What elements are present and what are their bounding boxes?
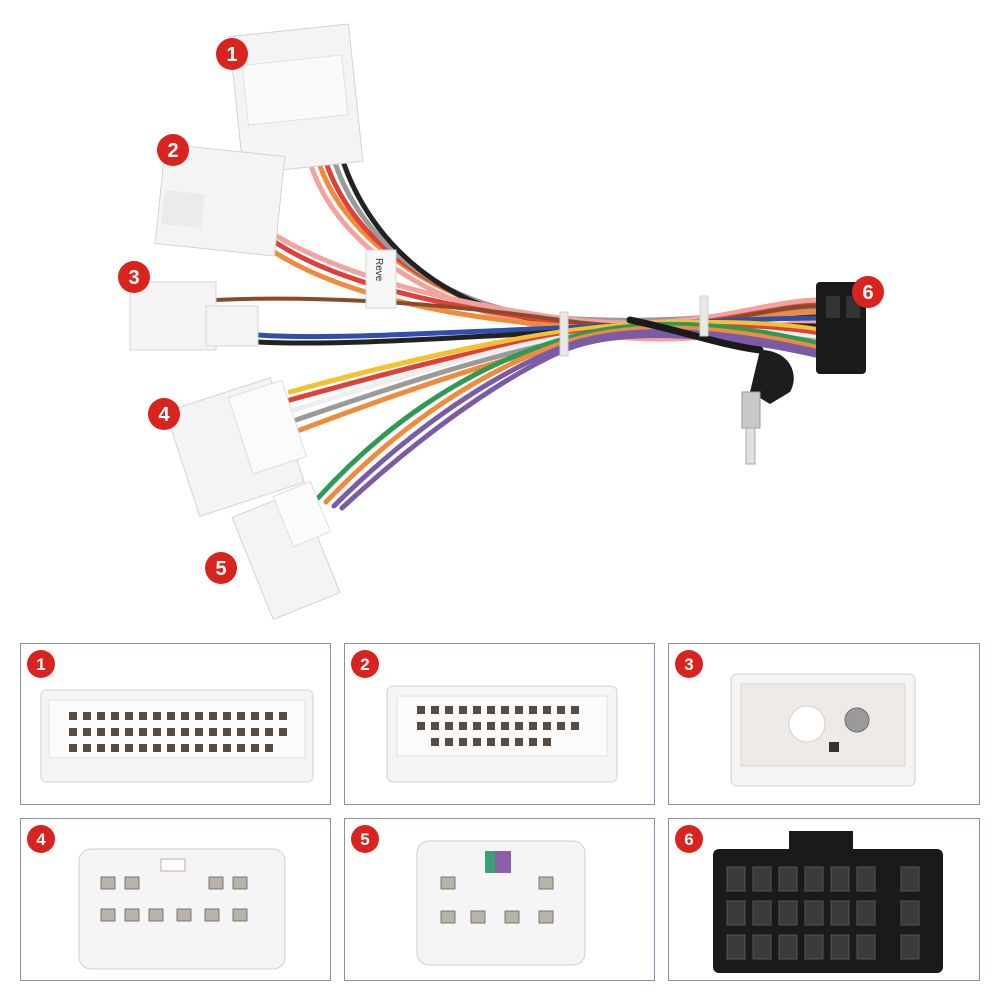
svg-text:6: 6: [684, 830, 693, 849]
badge-1: 1: [216, 38, 248, 70]
detail-panel-3: 3: [668, 643, 980, 805]
detail-panel-1: 1: [20, 643, 331, 805]
svg-text:2: 2: [360, 655, 369, 674]
svg-text:5: 5: [360, 830, 369, 849]
connector-2-face: [386, 685, 618, 783]
wiring-harness-photo: Reve: [118, 23, 884, 621]
connector-1: [228, 23, 364, 175]
cable-tie: [699, 295, 709, 337]
badge-1-detail: 1: [27, 650, 55, 678]
svg-text:4: 4: [36, 830, 46, 849]
badge-3-detail: 3: [675, 650, 703, 678]
badge-5: 5: [205, 552, 237, 584]
connector-3-face: [730, 673, 916, 787]
reverse-label-text: Reve: [373, 258, 384, 282]
badge-2-detail: 2: [351, 650, 379, 678]
detail-panel-2: 2: [344, 643, 655, 805]
connector-6: [816, 282, 866, 374]
badge-6-detail: 6: [675, 825, 703, 853]
antenna-plug: [741, 350, 794, 465]
badge-6: 6: [852, 276, 884, 308]
connector-4: [165, 377, 308, 517]
connector-2: [154, 143, 286, 257]
detail-panel-6: 6: [668, 818, 980, 981]
svg-text:5: 5: [215, 558, 226, 580]
cable-tie: [559, 311, 569, 357]
detail-panel-4: 4: [20, 818, 331, 981]
badge-2: 2: [157, 134, 189, 166]
badge-4: 4: [148, 398, 180, 430]
connector-4-face: [78, 848, 286, 970]
svg-text:3: 3: [684, 655, 693, 674]
svg-text:6: 6: [862, 282, 873, 304]
badge-4-detail: 4: [27, 825, 55, 853]
badge-3: 3: [118, 261, 150, 293]
badge-5-detail: 5: [351, 825, 379, 853]
connector-3: [129, 281, 259, 351]
connector-6-face: [713, 831, 943, 973]
svg-text:1: 1: [36, 655, 45, 674]
svg-text:2: 2: [167, 140, 178, 162]
connector-5-face: [416, 840, 586, 966]
svg-text:1: 1: [226, 44, 237, 66]
reverse-label-tag: Reve: [365, 249, 397, 309]
detail-panel-5: 5: [344, 818, 655, 981]
connector-5: [231, 480, 341, 621]
svg-text:3: 3: [128, 267, 139, 289]
connector-1-face: [40, 689, 314, 783]
svg-text:4: 4: [158, 404, 170, 426]
